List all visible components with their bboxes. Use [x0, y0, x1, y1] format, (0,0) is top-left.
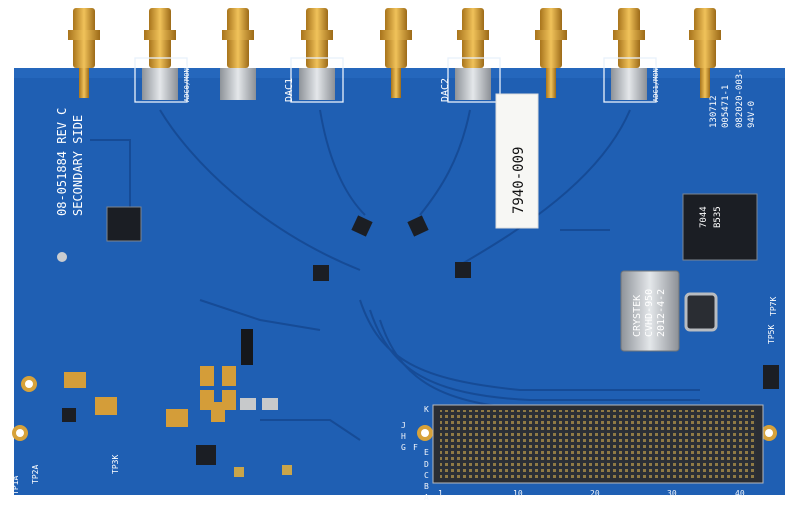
sticker-number: 7940-009 — [511, 147, 527, 214]
crystal-label-1: CRYSTEK — [632, 295, 643, 337]
row-label-b: B — [424, 482, 429, 491]
sma-connectors — [68, 8, 721, 100]
testpoint-1: TP1A — [11, 476, 20, 495]
board-part-number: 08-051884 REV C — [55, 108, 69, 216]
column-label-30: 30 — [667, 489, 677, 498]
high-density-connector — [432, 404, 764, 484]
mounting-holes — [12, 252, 777, 441]
smd-components — [64, 329, 292, 477]
column-label-20: 20 — [590, 489, 600, 498]
connector-label-adc0: ADC0/MONE — [183, 64, 191, 102]
corner-mark-1: 130712 — [709, 95, 719, 128]
pcb-board — [14, 68, 785, 495]
row-label-k: K — [424, 405, 429, 414]
pcb-traces — [90, 109, 700, 441]
crystal-oscillator — [620, 270, 680, 352]
row-label-d: D — [424, 460, 429, 469]
small-crystal — [684, 292, 718, 332]
connector-label-adc1: ADC1/MONE — [652, 64, 660, 102]
chip-label-1: 7044 — [699, 206, 709, 228]
crystal-label-3: 2012-4-2 — [656, 289, 667, 337]
column-label-40: 40 — [735, 489, 745, 498]
connector-label-dac1: DAC1 — [284, 78, 295, 102]
testpoint-2: TP2A — [31, 465, 40, 484]
row-label-f: F — [413, 443, 418, 452]
column-label-10: 10 — [513, 489, 523, 498]
testpoint-5: TP7K — [769, 297, 778, 316]
column-label-1: 1 — [438, 489, 443, 498]
connector-label-dac2: DAC2 — [440, 78, 451, 102]
row-label-g: G — [401, 443, 406, 452]
serial-sticker — [495, 93, 539, 229]
board-side-label: SECONDARY SIDE — [71, 115, 85, 216]
corner-mark-4: 94V-0 — [747, 101, 757, 128]
ic-chips — [62, 193, 779, 465]
row-label-e: E — [424, 448, 429, 457]
row-label-a: A — [424, 493, 429, 502]
corner-mark-3: 082020-003-2 — [735, 63, 745, 128]
connector-silkscreen — [134, 57, 657, 103]
row-label-h: H — [401, 432, 406, 441]
testpoint-4: TP5K — [767, 325, 776, 344]
row-label-j: J — [401, 421, 406, 430]
corner-mark-2: 005471-1 — [721, 85, 731, 128]
row-label-c: C — [424, 471, 429, 480]
chip-label-2: B535 — [713, 206, 723, 228]
testpoint-3: TP3K — [111, 455, 120, 474]
crystal-label-2: CVHD-950 — [644, 289, 655, 337]
